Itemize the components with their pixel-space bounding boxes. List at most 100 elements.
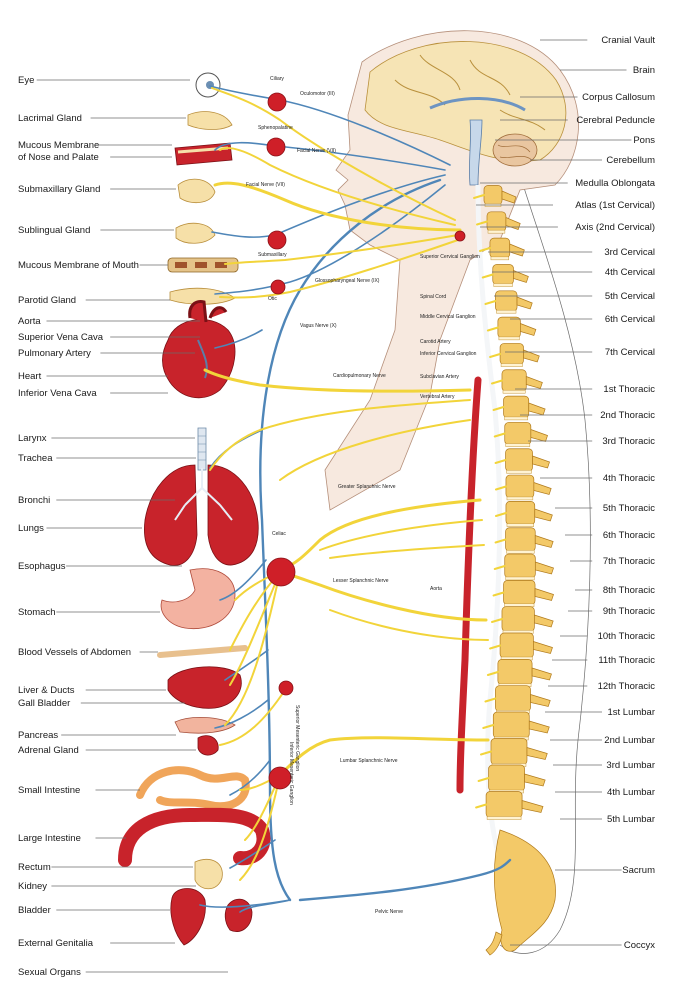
left-label-sexual: Sexual Organs (18, 967, 81, 978)
liver-organ (167, 666, 242, 709)
vertebra (505, 448, 533, 472)
submaxillary-gland-organ (177, 178, 216, 204)
brain (364, 41, 567, 162)
inner-labels: Ciliary Oculomotor (III) Sphenopalatine … (246, 76, 480, 915)
vertebra (504, 553, 536, 579)
left-label-lungs: Lungs (18, 523, 44, 534)
vertebra-process (505, 216, 521, 230)
left-label-genitalia: External Genitalia (18, 938, 94, 949)
left-label-bladder: Bladder (18, 905, 51, 916)
left-label-lacrimal: Lacrimal Gland (18, 113, 82, 124)
left-label-liver: Liver & Ducts (18, 685, 75, 696)
ciliary-ganglion (267, 92, 287, 112)
spinal-nerve-root (475, 803, 488, 809)
coccyx-bone (485, 931, 503, 956)
spinal-nerve-root (493, 432, 506, 438)
vertebra (497, 316, 521, 339)
corpus-callosum (429, 97, 526, 112)
vertebra (499, 632, 534, 659)
left-label-kidney: Kidney (18, 881, 47, 892)
spinal-nerve-root (489, 353, 502, 358)
stomach-organ (160, 568, 236, 630)
intervertebral-disc (490, 256, 509, 261)
intervertebral-disc (506, 470, 532, 474)
spinal-cord (475, 184, 503, 861)
spinal-nerve-root (489, 644, 502, 650)
vertebra-process (533, 641, 553, 654)
spinal-nerve-root (475, 220, 488, 226)
intervertebral-disc (500, 363, 523, 367)
otic-label: Otic (268, 296, 277, 302)
vertebra-process (509, 243, 525, 257)
spinal-nerve-root (486, 671, 499, 676)
vertebra (501, 369, 527, 392)
trachea-organ (197, 427, 207, 471)
spinal-nerve-root (492, 406, 505, 411)
intervertebral-disc (505, 576, 535, 581)
left-label-svc: Superior Vena Cava (18, 332, 104, 343)
submaxillary-ganglion (267, 230, 287, 250)
right-label-coccyx: Coccyx (624, 940, 655, 951)
right-label-l3: 3rd Lumbar (606, 760, 655, 771)
right-label-l2: 2nd Lumbar (604, 735, 655, 746)
vertebra (503, 580, 536, 605)
inferior-mesenteric-label: Inferior Mesenteric Ganglion (288, 742, 294, 805)
nasal-membrane-organ (174, 142, 233, 166)
intervertebral-disc (502, 389, 526, 394)
vertebra (495, 685, 531, 712)
vertebra-process (534, 508, 553, 522)
spinal-nerve-root (479, 750, 492, 756)
spinal-cord-label: Spinal Cord (420, 294, 446, 300)
spinal-nerve-root (492, 591, 505, 597)
left-label-ivc: Inferior Vena Cava (18, 388, 97, 399)
vertebra (505, 527, 536, 552)
right-label-c6: 6th Cervical (605, 314, 655, 325)
vertebra (490, 738, 528, 765)
left-label-pulm: Pulmonary Artery (18, 348, 91, 359)
vertebra-process (530, 429, 548, 442)
right-label-c3: 3rd Cervical (604, 247, 655, 258)
right-label-axis: Axis (2nd Cervical) (575, 222, 655, 233)
left-label-aorta: Aorta (18, 316, 41, 327)
intervertebral-disc (493, 283, 513, 287)
right-label-t7: 7th Thoracic (603, 556, 655, 567)
superior-mesenteric-label: Superior Mesenteric Ganglion (294, 705, 300, 771)
body-illustration (324, 30, 591, 956)
vertebra (505, 474, 535, 499)
vertebra-process (521, 800, 544, 813)
facial-nerve-label-1: Facial Nerve (VII) (297, 148, 336, 154)
right-label-t5: 5th Thoracic (603, 503, 655, 514)
lesser-splanchnic-label: Lesser Splanchnic Nerve (333, 578, 389, 584)
cerebellum (492, 133, 538, 167)
heart-organ (162, 319, 236, 399)
right-label-c7: 7th Cervical (605, 347, 655, 358)
right-label-sacrum: Sacrum (622, 865, 655, 876)
right-label-l1: 1st Lumbar (607, 707, 655, 718)
lumbar-splanchnic-label: Lumbar Splanchnic Nerve (340, 758, 398, 764)
spinal-nerve-root (484, 697, 497, 703)
vertebra-process (523, 349, 540, 363)
vertebra-process (531, 667, 552, 681)
right-label-t1: 1st Thoracic (603, 384, 655, 395)
left-label-rectum: Rectum (18, 862, 51, 873)
vertebra (488, 764, 525, 792)
right-label-brain: Brain (633, 65, 655, 76)
vertebra (492, 264, 514, 285)
superior-cervical-label: Superior Cervical Ganglion (420, 254, 480, 260)
vertebra (505, 501, 536, 525)
spinal-nerve-root (484, 300, 497, 305)
celiac-label: Celiac (272, 531, 286, 537)
inferior-mesenteric-ganglion (268, 766, 292, 790)
right-label-medulla: Medulla Oblongata (575, 178, 655, 189)
vertebra-process (528, 720, 550, 734)
left-label-mucous1: Mucous Membrane (18, 140, 99, 151)
left-label-pancreas: Pancreas (18, 730, 58, 741)
intervertebral-disc (487, 229, 506, 234)
right-label-t3: 3rd Thoracic (602, 436, 655, 447)
vertebra-process (534, 614, 554, 628)
vertebra (501, 606, 535, 632)
spinal-nerve-root (473, 194, 485, 199)
lacrimal-gland-organ (187, 111, 233, 130)
